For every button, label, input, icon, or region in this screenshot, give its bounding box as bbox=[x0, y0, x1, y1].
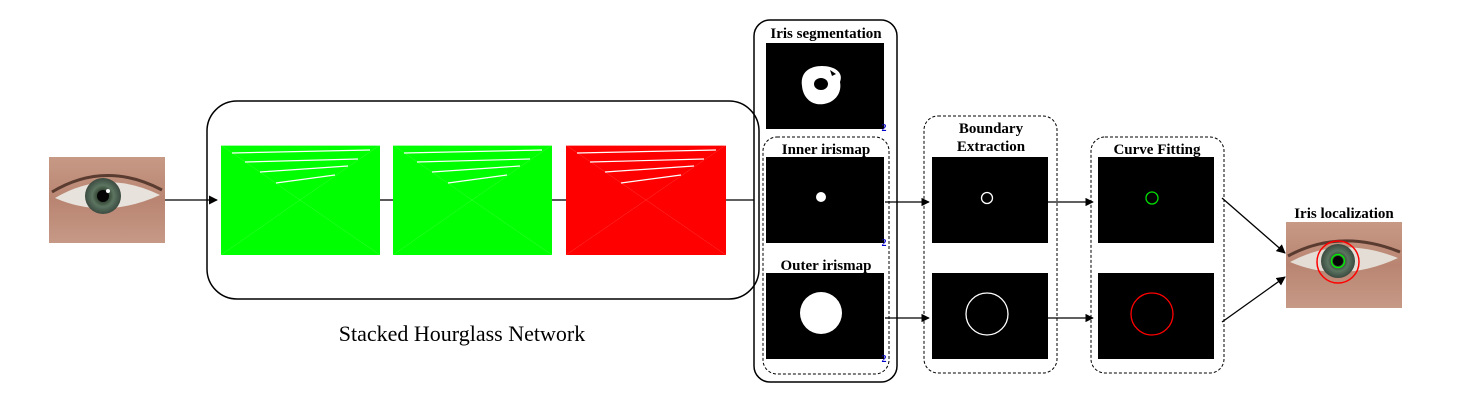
arrow-outer-to-localization bbox=[1221, 276, 1286, 323]
curve-fitting-title: Curve Fitting bbox=[1113, 142, 1201, 158]
hourglass-1 bbox=[221, 144, 380, 255]
inner-irismap-footnote: 2 bbox=[882, 238, 887, 249]
iris-localization-image bbox=[1286, 222, 1402, 308]
outer-fit-image bbox=[1098, 273, 1214, 359]
network-caption: Stacked Hourglass Network bbox=[339, 321, 585, 346]
hourglass-3 bbox=[566, 144, 726, 255]
outer-boundary-image bbox=[932, 273, 1048, 359]
arrow-inner-to-localization bbox=[1221, 197, 1286, 254]
outputs-box bbox=[753, 19, 898, 383]
inner-irismap-image bbox=[766, 157, 884, 243]
iris-segmentation-image bbox=[766, 43, 884, 129]
outer-irismap-image bbox=[766, 273, 884, 359]
iris-segmentation-footnote: 2 bbox=[882, 123, 887, 134]
inner-fit-image bbox=[1098, 157, 1214, 243]
boundary-extraction-title-2: Extraction bbox=[957, 139, 1026, 155]
boundary-extraction-title-1: Boundary bbox=[959, 121, 1024, 137]
iris-segmentation-title: Iris segmentation bbox=[770, 26, 882, 42]
hourglass-2 bbox=[393, 144, 552, 255]
iris-localization-title: Iris localization bbox=[1294, 206, 1394, 222]
inner-irismap-title: Inner irismap bbox=[782, 142, 870, 158]
curve-fitting-box bbox=[1090, 136, 1225, 374]
inner-boundary-image bbox=[932, 157, 1048, 243]
boundary-extraction-box bbox=[923, 115, 1058, 374]
irismaps-dashed-box bbox=[762, 136, 890, 375]
outer-irismap-footnote: 2 bbox=[882, 354, 887, 365]
outer-irismap-title: Outer irismap bbox=[781, 258, 872, 274]
input-eye-image bbox=[49, 157, 165, 243]
hourglass-network-box bbox=[206, 100, 760, 300]
